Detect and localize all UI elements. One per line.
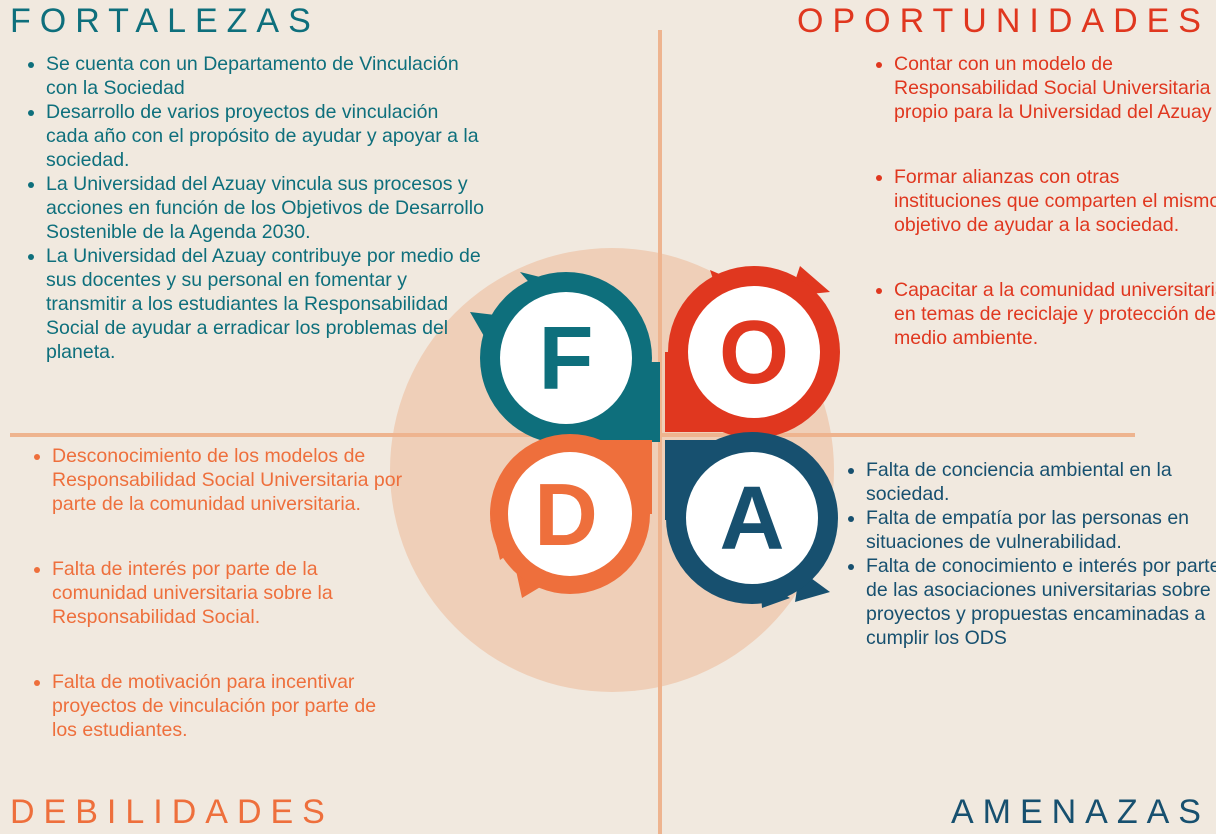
o-bubble: O	[665, 266, 840, 438]
fortalezas-list: Se cuenta con un Departamento de Vincula…	[20, 52, 486, 364]
letter-a: A	[720, 469, 785, 569]
letter-o: O	[719, 303, 789, 403]
amenaza-item: Falta de conocimiento e interés por part…	[866, 554, 1216, 650]
f-bubble: F	[470, 272, 660, 444]
debilidad-item: Desconocimiento de los modelos de Respon…	[52, 444, 406, 516]
amenazas-list: Falta de conciencia ambiental en la soci…	[840, 458, 1216, 650]
letter-d: D	[534, 465, 598, 564]
title-oportunidades: OPORTUNIDADES	[797, 2, 1210, 40]
oportunidad-item: Contar con un modelo de Responsabilidad …	[894, 52, 1216, 124]
oportunidad-item: Capacitar a la comunidad universitaria e…	[894, 278, 1216, 350]
d-bubble: D	[490, 434, 652, 598]
fortaleza-item: Se cuenta con un Departamento de Vincula…	[46, 52, 486, 100]
oportunidad-item: Formar alianzas con otras instituciones …	[894, 165, 1216, 237]
fortaleza-item: La Universidad del Azuay contribuye por …	[46, 244, 486, 364]
a-bubble: A	[665, 432, 838, 608]
title-debilidades: DEBILIDADES	[10, 793, 334, 831]
oportunidades-list: Contar con un modelo de Responsabilidad …	[868, 52, 1216, 350]
title-fortalezas: FORTALEZAS	[10, 2, 320, 40]
fortaleza-item: Desarrollo de varios proyectos de vincul…	[46, 100, 486, 172]
amenaza-item: Falta de empatía por las personas en sit…	[866, 506, 1216, 554]
amenaza-item: Falta de conciencia ambiental en la soci…	[866, 458, 1216, 506]
debilidades-list: Desconocimiento de los modelos de Respon…	[26, 444, 406, 742]
fortaleza-item: La Universidad del Azuay vincula sus pro…	[46, 172, 486, 244]
title-amenazas: AMENAZAS	[950, 793, 1210, 831]
debilidad-item: Falta de interés por parte de la comunid…	[52, 557, 406, 629]
debilidad-item: Falta de motivación para incentivar proy…	[52, 670, 406, 742]
letter-f: F	[539, 309, 594, 409]
